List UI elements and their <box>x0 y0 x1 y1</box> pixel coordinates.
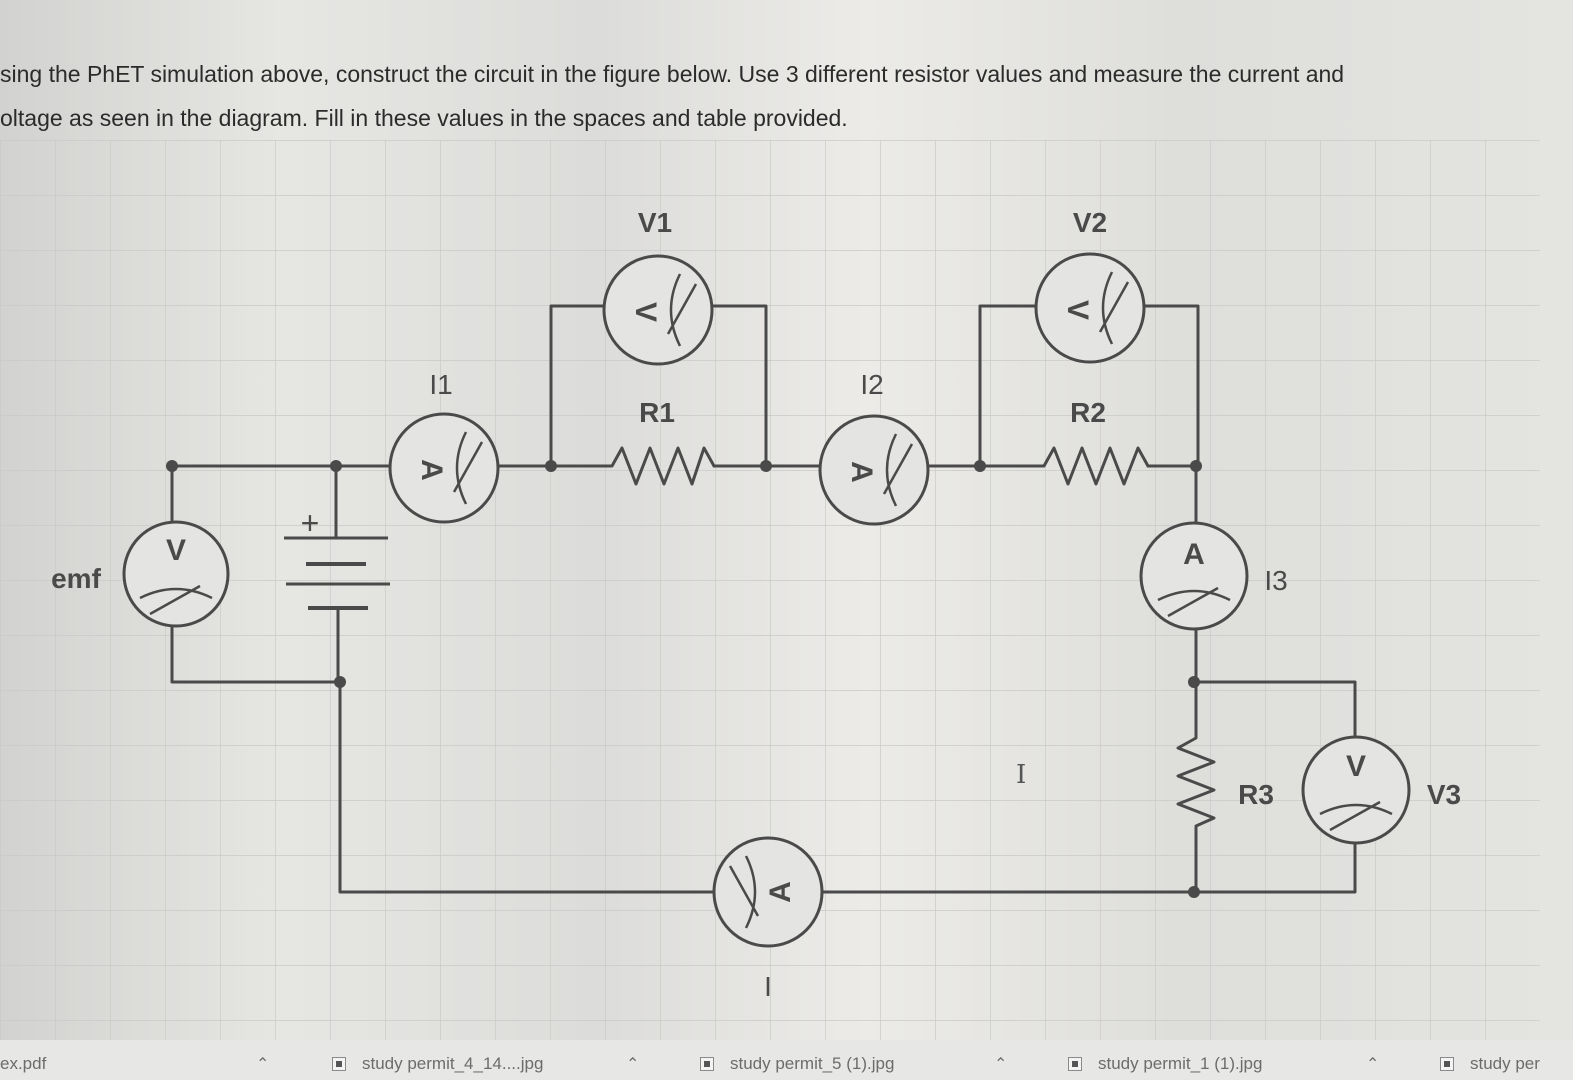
instructions-line-2: oltage as seen in the diagram. Fill in t… <box>0 105 848 131</box>
download-file-name: ex.pdf <box>0 1054 47 1073</box>
download-item[interactable]: study per <box>1440 1054 1540 1074</box>
download-file-name: study permit_1 (1).jpg <box>1098 1054 1263 1073</box>
label-v3: V3 <box>1427 779 1461 810</box>
ammeter-i3-icon <box>1139 521 1249 631</box>
label-r2: R2 <box>1070 397 1106 428</box>
label-r3: R3 <box>1238 779 1274 810</box>
download-item[interactable]: study permit_5 (1).jpg <box>700 1054 894 1074</box>
meter-letter-a-i2: A <box>845 461 878 483</box>
label-r1: R1 <box>639 397 675 428</box>
meter-letter-a-i3: A <box>1183 538 1205 571</box>
download-item[interactable]: study permit_4_14....jpg <box>332 1054 543 1074</box>
downloads-bar: ex.pdf ⌃ study permit_4_14....jpg ⌃ stud… <box>0 1040 1573 1080</box>
download-item[interactable]: study permit_1 (1).jpg <box>1068 1054 1262 1074</box>
label-i2: I2 <box>860 369 883 400</box>
battery-icon <box>284 536 390 610</box>
meter-letter-a-i: A <box>764 881 797 903</box>
circuit-diagram: V A V A V A V A V1 V2 R1 R2 R3 V3 emf I1 <box>0 140 1540 1040</box>
label-i1: I1 <box>429 369 452 400</box>
wires <box>170 304 1357 894</box>
voltmeter-v1-icon <box>602 254 714 366</box>
ammeter-i1-icon <box>388 412 500 524</box>
junction-dot <box>334 676 346 688</box>
meter-letter-v-v2: V <box>1061 300 1094 320</box>
chevron-up-icon[interactable]: ⌃ <box>256 1056 270 1073</box>
download-item[interactable]: ex.pdf <box>0 1054 46 1074</box>
meter-scales <box>139 271 1393 929</box>
image-file-icon <box>1440 1057 1454 1071</box>
chevron-up-icon[interactable]: ⌃ <box>994 1056 1008 1073</box>
text-cursor-icon: I <box>1016 760 1027 790</box>
junction-dot <box>330 460 342 472</box>
chevron-up-icon[interactable]: ⌃ <box>1366 1056 1380 1073</box>
download-file-name: study per <box>1470 1054 1540 1073</box>
junction-dot <box>974 460 986 472</box>
instructions-line-1: sing the PhET simulation above, construc… <box>0 61 1345 87</box>
junction-dot <box>166 460 178 472</box>
meter-bodies <box>122 252 1411 948</box>
junction-dot <box>545 460 557 472</box>
label-v2: V2 <box>1073 207 1107 238</box>
junction-dot <box>1190 460 1202 472</box>
junction-dot <box>1188 676 1200 688</box>
meter-letter-v-v1: V <box>629 302 662 322</box>
label-i: I <box>764 971 772 1002</box>
voltmeter-emf-icon <box>122 520 230 628</box>
meter-letter-v-emf: V <box>166 534 186 567</box>
junction-dots <box>166 460 1202 898</box>
ammeter-i-icon <box>712 836 824 948</box>
label-emf: emf <box>51 563 101 594</box>
label-i3: I3 <box>1264 565 1287 596</box>
image-file-icon <box>332 1057 346 1071</box>
download-file-name: study permit_4_14....jpg <box>362 1054 544 1073</box>
voltmeter-v3-icon <box>1301 735 1411 845</box>
label-v1: V1 <box>638 207 672 238</box>
chevron-up-icon[interactable]: ⌃ <box>626 1056 640 1073</box>
image-file-icon <box>1068 1057 1082 1071</box>
voltmeter-v2-icon <box>1034 252 1146 364</box>
meter-letter-v-v3: V <box>1346 750 1366 783</box>
instructions-text: sing the PhET simulation above, construc… <box>0 52 1540 140</box>
image-file-icon <box>700 1057 714 1071</box>
junction-dot <box>760 460 772 472</box>
download-file-name: study permit_5 (1).jpg <box>730 1054 895 1073</box>
ammeter-i2-icon <box>818 414 930 526</box>
battery-plus-label: + <box>301 505 320 541</box>
meter-letter-a-i1: A <box>415 459 448 481</box>
junction-dot <box>1188 886 1200 898</box>
